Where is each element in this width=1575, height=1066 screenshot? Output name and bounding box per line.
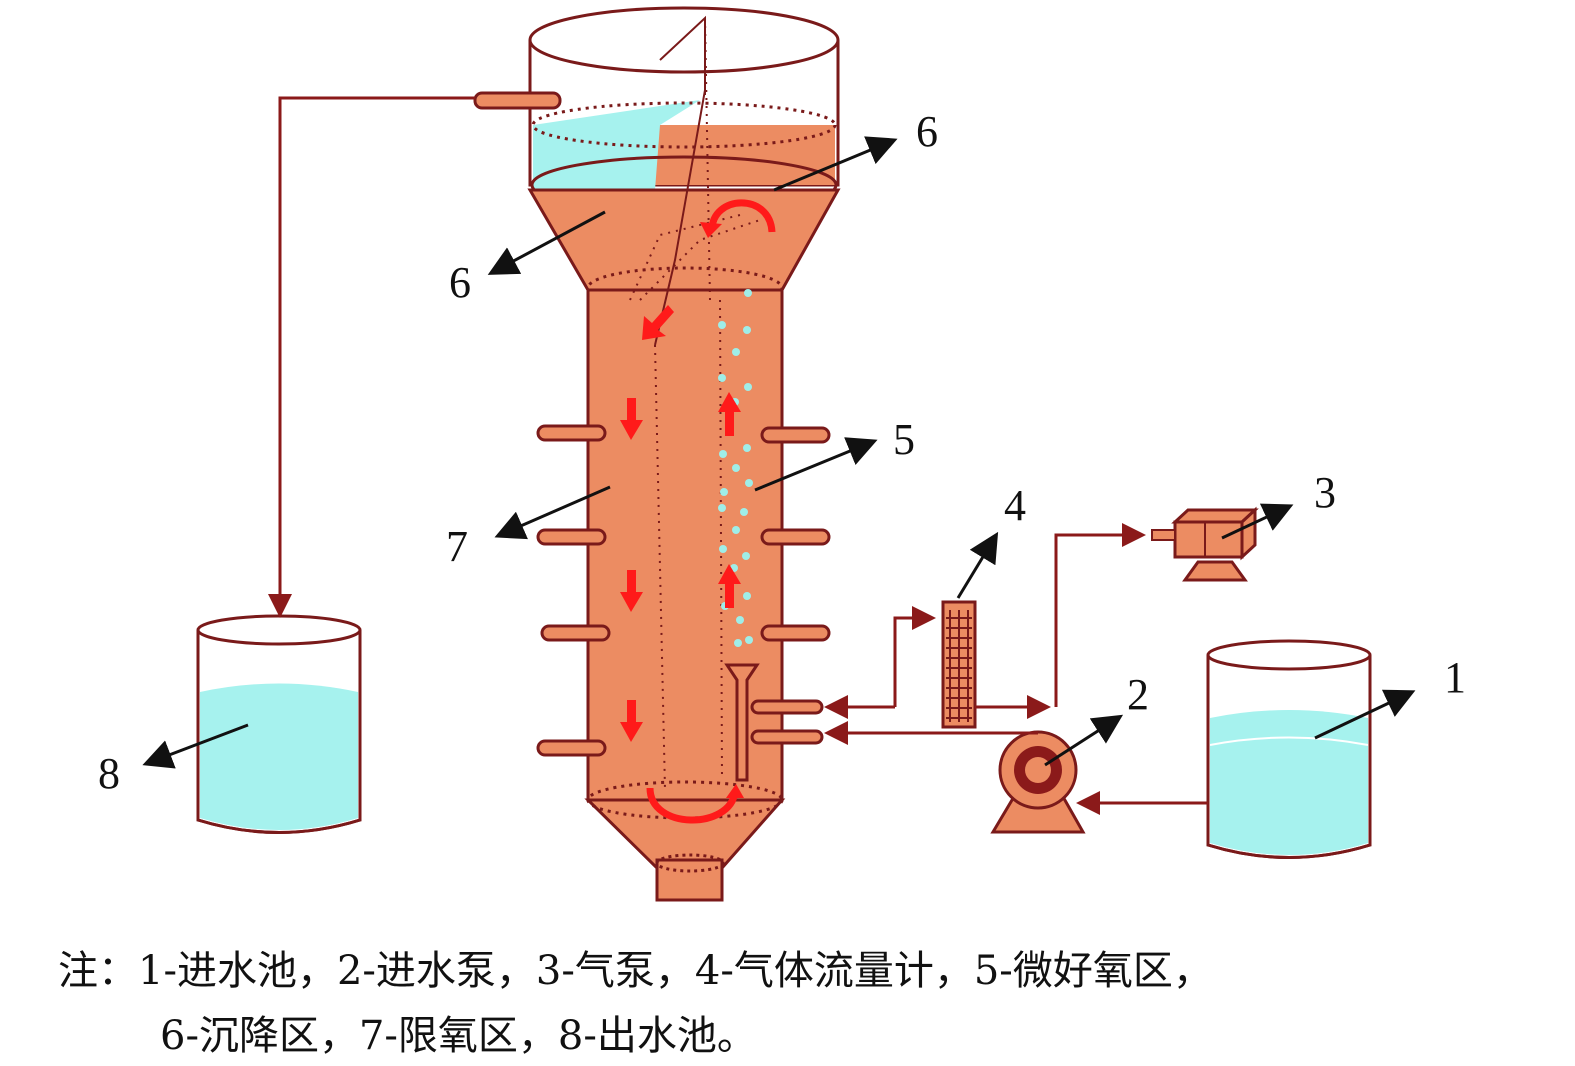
pipe-overflow-to-outlet xyxy=(268,96,475,618)
flow-arrow-diagonal xyxy=(642,305,674,340)
label-micro-aerobic-zone: 5 xyxy=(893,415,915,464)
label-oxygen-limited-zone: 7 xyxy=(446,522,468,571)
air-pump xyxy=(1151,506,1259,582)
overflow-pipe xyxy=(473,91,562,110)
settling-zone-water xyxy=(533,100,700,190)
inlet-tank xyxy=(1206,639,1372,859)
flow-arrow-up xyxy=(718,564,741,608)
caption-line-1: 注：1-进水池，2-进水泵，3-气泵，4-气体流量计，5-微好氧区， xyxy=(58,948,1213,994)
flow-arrow-recirculation-top xyxy=(708,199,776,233)
label-inlet-tank: 1 xyxy=(1444,653,1466,702)
flow-arrows xyxy=(620,199,776,824)
reactor xyxy=(473,6,841,902)
flow-arrow-down xyxy=(620,398,643,440)
label-settling-zone-lower: 6 xyxy=(449,258,471,307)
flow-arrow-down xyxy=(620,570,643,612)
caption-line-2: 6-沉降区，7-限氧区，8-出水池。 xyxy=(160,1013,757,1059)
reactor-column xyxy=(586,288,784,802)
label-inlet-pump: 2 xyxy=(1127,670,1149,719)
inlet-pump xyxy=(990,730,1086,834)
reactor-cone-lower xyxy=(584,798,786,870)
label-gas-flowmeter: 4 xyxy=(1004,481,1026,530)
sparger xyxy=(724,663,760,782)
flow-arrow-recirculation-bottom xyxy=(646,787,739,824)
air-bubbles xyxy=(718,289,753,647)
outlet-tank xyxy=(196,614,362,834)
flow-arrow-up xyxy=(718,392,741,436)
reactor-outlet-stub xyxy=(655,858,724,902)
gas-flowmeter xyxy=(941,600,977,729)
flow-arrow-down xyxy=(620,700,643,742)
label-air-pump: 3 xyxy=(1314,468,1336,517)
label-outlet-tank: 8 xyxy=(98,749,120,798)
label-settling-zone-upper: 6 xyxy=(916,107,938,156)
pipes xyxy=(268,96,1208,815)
leader-lines xyxy=(142,136,1416,769)
